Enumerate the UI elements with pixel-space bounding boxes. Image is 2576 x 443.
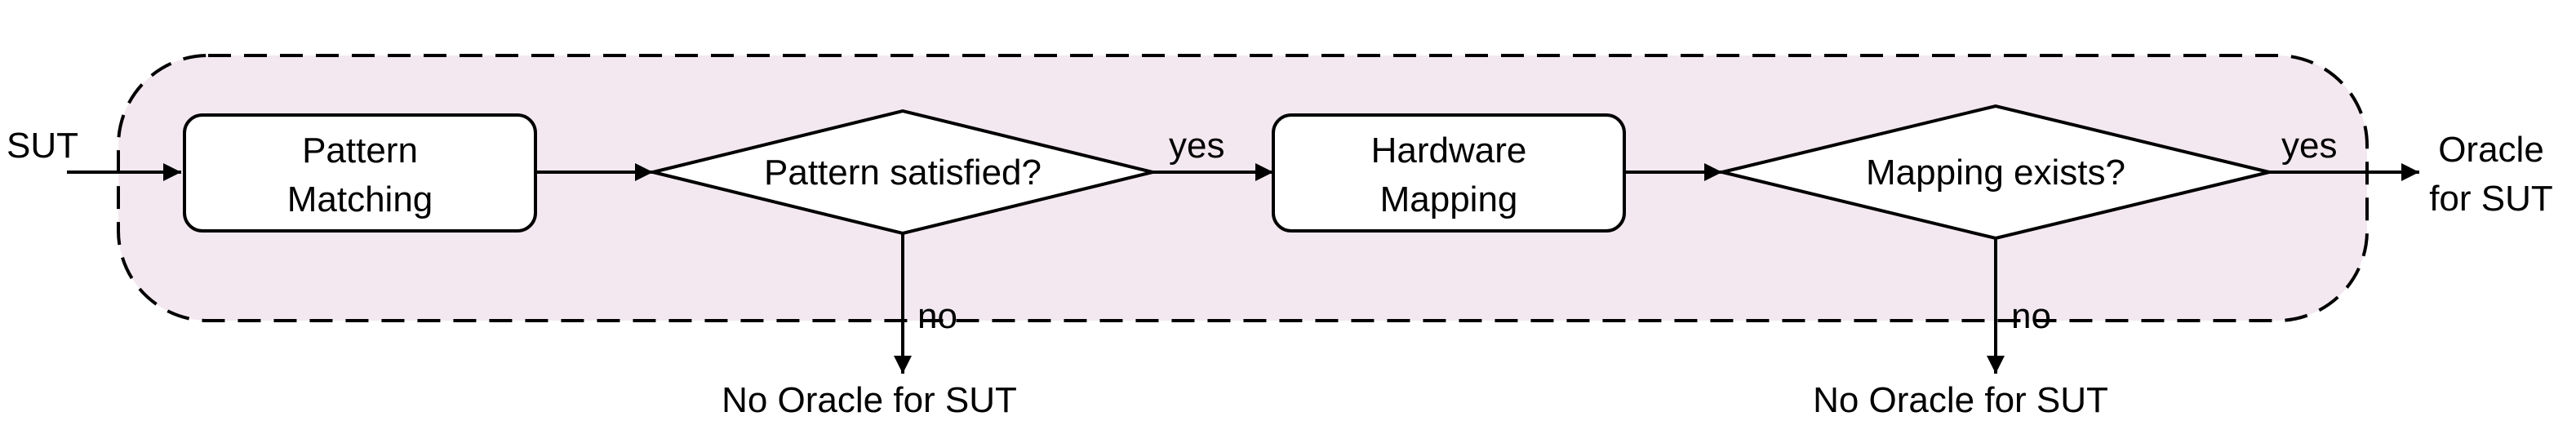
decision-pattern-satisfied: Pattern satisfied? <box>652 109 1153 236</box>
step-pattern-matching-line2: Matching <box>287 179 433 219</box>
decision-mapping-exists: Mapping exists? <box>1721 104 2270 241</box>
decision-mapping-exists-yes-label: yes <box>2281 126 2337 166</box>
step-hardware-mapping: Hardware Mapping <box>1272 113 1626 233</box>
no-oracle-outcome-1: No Oracle for SUT <box>722 380 1017 420</box>
no-oracle-outcome-2: No Oracle for SUT <box>1813 380 2108 420</box>
step-pattern-matching: Pattern Matching <box>183 113 537 233</box>
decision-pattern-satisfied-yes-label: yes <box>1169 126 1224 166</box>
decision-mapping-exists-question: Mapping exists? <box>1866 153 2125 193</box>
output-label-line2: for SUT <box>2429 179 2553 219</box>
step-pattern-matching-line1: Pattern <box>302 131 418 171</box>
pipeline-region <box>117 54 2369 322</box>
decision-pattern-satisfied-no-label: no <box>917 296 957 336</box>
decision-mapping-exists-no-label: no <box>2011 296 2051 336</box>
step-hardware-mapping-line1: Hardware <box>1371 131 1527 171</box>
decision-pattern-satisfied-question: Pattern satisfied? <box>764 153 1042 193</box>
step-hardware-mapping-line2: Mapping <box>1380 179 1518 219</box>
input-label: SUT <box>7 126 78 166</box>
output-label-line1: Oracle <box>2438 130 2544 170</box>
